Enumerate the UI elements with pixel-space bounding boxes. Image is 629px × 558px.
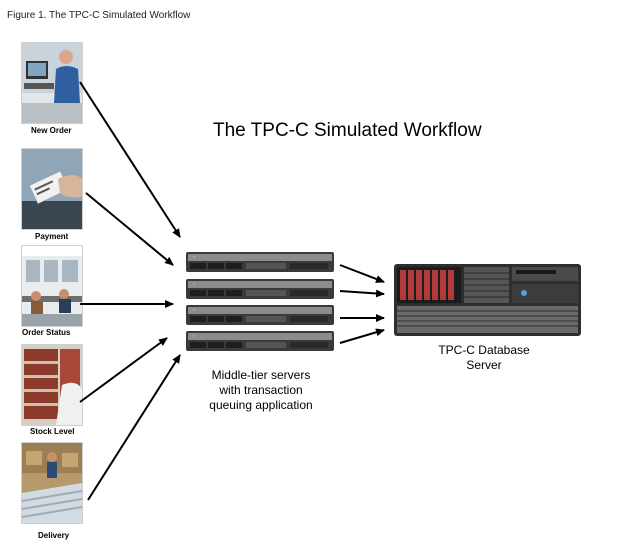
payment-arrow (85, 192, 174, 266)
middle-tier-server (186, 279, 334, 299)
new-order-arrow (79, 81, 181, 238)
delivery-photo (21, 442, 83, 524)
diagram-title: The TPC-C Simulated Workflow (213, 120, 482, 141)
middle-tier-server (186, 252, 334, 272)
middle-tier-label-line: with transaction (219, 383, 303, 397)
delivery-arrow (87, 354, 181, 501)
transaction-label: Payment (35, 232, 69, 241)
transaction-label: Delivery (38, 531, 70, 540)
stock-level-arrow (79, 337, 168, 403)
database-label: TPC-C Database Server (420, 343, 548, 373)
middle-tier-label-line: queuing application (209, 398, 313, 412)
payment-photo (21, 148, 83, 230)
transaction-label: New Order (31, 126, 72, 135)
transaction-label: Order Status (22, 328, 71, 337)
server-to-db-arrow (339, 264, 385, 283)
database-label-line: Server (466, 358, 502, 372)
middle-tier-label: Middle-tier servers with transaction que… (196, 368, 326, 413)
server-to-db-arrow (339, 328, 385, 344)
middle-tier-label-line: Middle-tier servers (211, 368, 311, 382)
middle-tier-server (186, 305, 334, 325)
stock-level-photo (21, 344, 83, 426)
database-label-line: TPC-C Database (438, 343, 530, 357)
figure-caption: Figure 1. The TPC-C Simulated Workflow (7, 10, 191, 21)
server-to-db-arrow (339, 289, 385, 298)
database-server-icon (394, 264, 581, 336)
order-status-photo (21, 245, 83, 327)
middle-tier-server (186, 331, 334, 351)
transaction-label: Stock Level (30, 427, 75, 436)
new-order-photo (21, 42, 83, 124)
